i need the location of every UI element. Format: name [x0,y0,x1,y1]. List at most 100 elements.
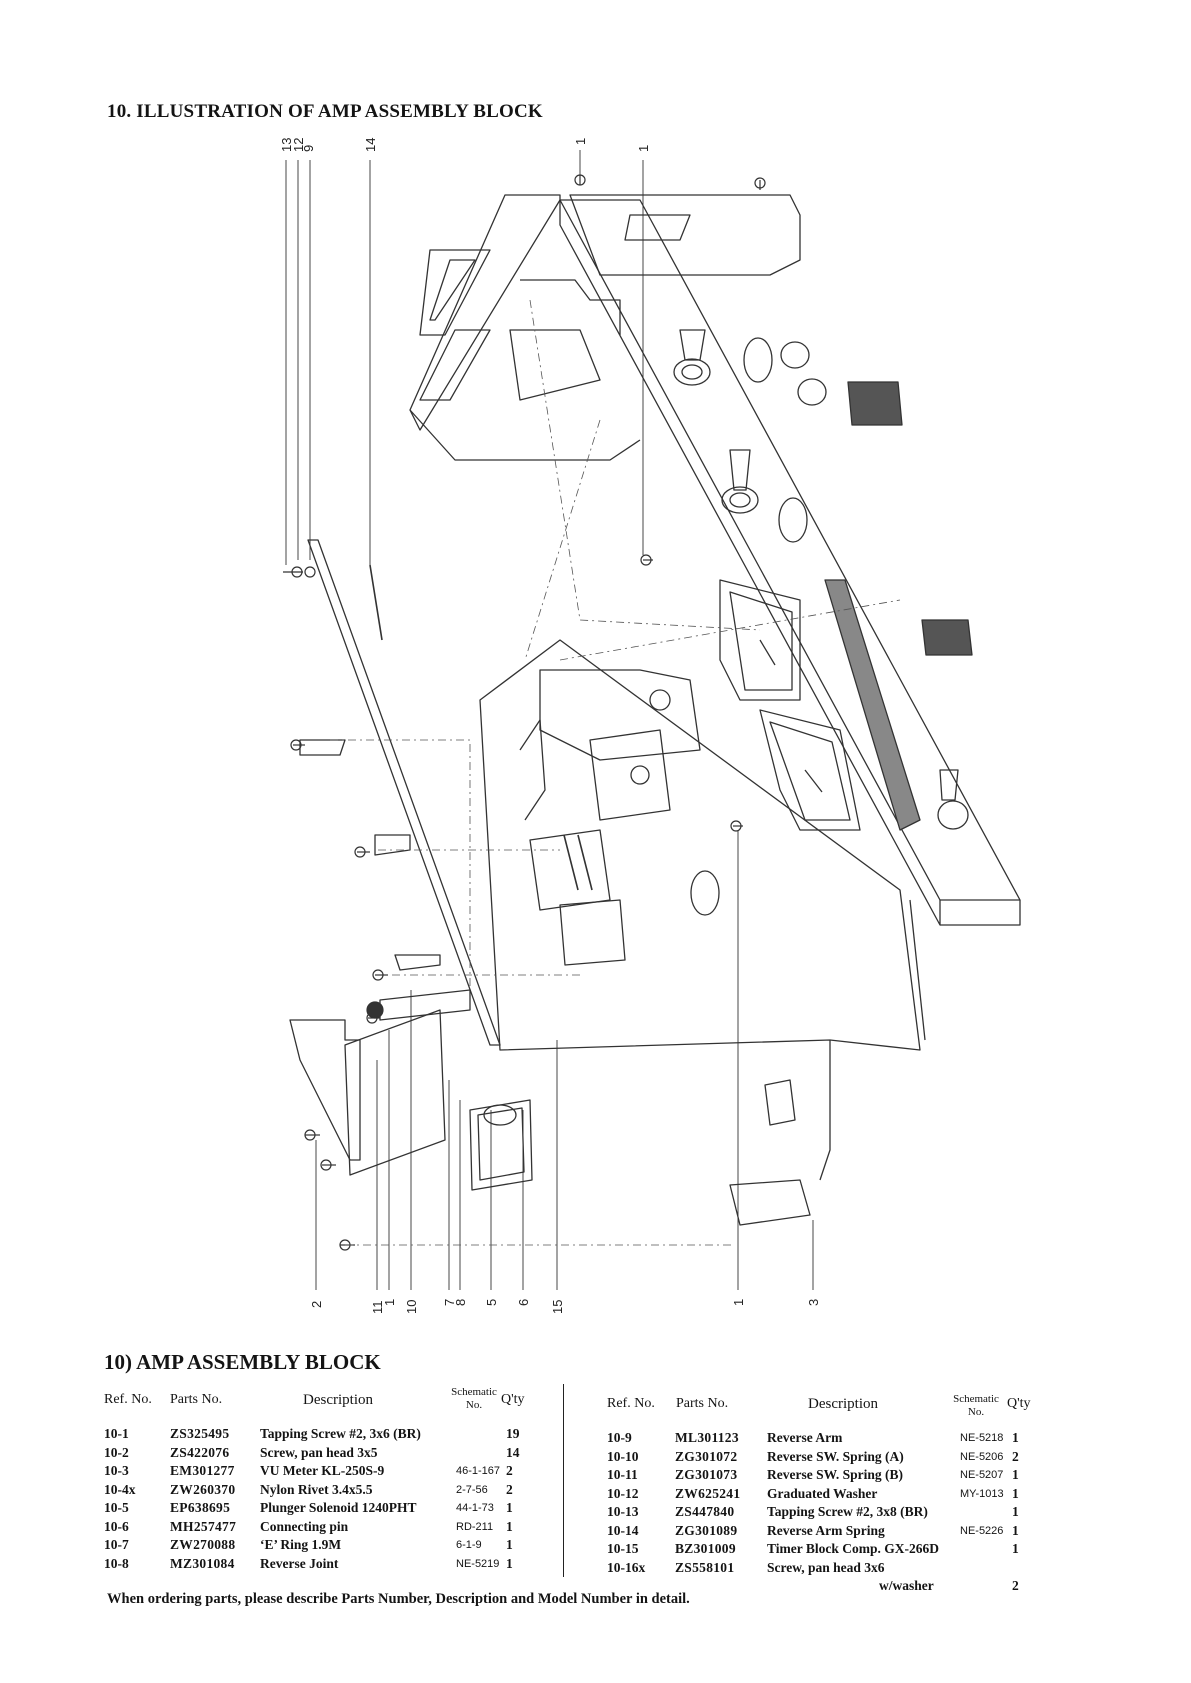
description-cell: w/washer [879,1578,934,1593]
description-cell: Tapping Screw #2, 3x6 (BR) [260,1426,421,1441]
qty-cell: 1 [1012,1522,1019,1538]
description-cell: Nylon Rivet 3.4x5.5 [260,1481,373,1497]
schematic-cell: 6-1-9 [456,1539,482,1551]
qty-cell: 19 [506,1426,520,1441]
schematic-cell: MY-1013 [960,1487,1004,1500]
description-cell: Reverse Joint [260,1555,339,1571]
lower-chassis-box [479,639,921,1051]
schematic-cell [960,1503,1012,1522]
ref-cell: 10-9 [607,1430,632,1445]
ref-cell: 10-15 [607,1541,639,1556]
callout-top-1a: 1 [573,138,588,145]
table-title: 10) AMP ASSEMBLY BLOCK [104,1350,381,1374]
qty-cell: 1 [1012,1504,1019,1519]
ref-cell: 10-1 [104,1426,129,1441]
qty-cell: 2 [506,1481,513,1497]
schematic-cell [456,1444,506,1463]
qty-cell: 2 [1012,1578,1019,1593]
parts-number-cell: ZG301089 [675,1522,738,1538]
callout-bottom-8: 8 [453,1299,468,1306]
screws [283,174,766,1251]
front-panel-plate [559,199,1021,901]
callout-bottom-7: 7 [442,1299,457,1306]
schematic-cell: NE-5218 [960,1432,1004,1444]
header-schematic-label: Schematic [451,1386,497,1398]
description-cell: Connecting pin [260,1518,349,1534]
ref-cell: 10-8 [104,1555,129,1571]
parts-number-cell: ZG301072 [675,1448,738,1464]
description-cell: Reverse SW. Spring (A) [767,1448,904,1464]
vu-meters [719,579,861,831]
qty-cell: 1 [506,1518,513,1534]
top-right-bracket [569,194,801,276]
parts-number-cell: ZS325495 [170,1426,230,1441]
callout-top-1b: 1 [636,145,651,152]
callout-top-12: 12 [291,138,306,152]
callout-top-9: 9 [301,145,316,152]
qty-cell: 2 [506,1463,513,1478]
ref-cell: 10-6 [104,1518,129,1534]
header-ref-right: Ref. No. [607,1396,655,1411]
parts-number-cell: MH257477 [170,1518,237,1534]
ref-cell: 10-5 [104,1500,129,1515]
parts-number-cell: BZ301009 [675,1541,736,1556]
description-cell: Reverse SW. Spring (B) [767,1467,904,1482]
ref-cell: 10-4x [104,1481,136,1497]
schematic-cell: 2-7-56 [456,1483,488,1496]
description-cell: VU Meter KL-250S-9 [260,1463,385,1478]
footer-note: When ordering parts, please describe Par… [107,1591,690,1607]
header-description-left: Description [303,1392,373,1408]
header-schematic-no: No. [465,1399,483,1411]
callout-bottom-15: 15 [550,1300,565,1314]
header-schematic-no-right: No. [967,1406,985,1418]
parts-table-left: 10-1 ZS325495 Tapping Screw #2, 3x6 (BR) 19… [104,1425,526,1573]
header-parts-left: Parts No. [170,1392,223,1407]
qty-cell: 1 [506,1537,513,1552]
callout-bottom-1a: 1 [382,1299,397,1306]
ref-cell: 10-12 [607,1485,639,1501]
parts-number-cell: MZ301084 [170,1555,235,1571]
column-divider [563,1384,564,1577]
description-cell: Reverse Arm Spring [767,1522,885,1538]
header-qty-right: Q'ty [1007,1396,1031,1411]
parts-row: 10-1 ZS325495 Tapping Screw #2, 3x6 (BR) 19 [104,1425,526,1444]
parts-number-cell: ZS422076 [170,1444,230,1460]
parts-number-cell: ML301123 [675,1430,739,1445]
description-cell: Graduated Washer [767,1485,878,1501]
schematic-cell [960,1540,1012,1559]
header-ref-left: Ref. No. [104,1392,152,1407]
description-cell: Screw, pan head 3x5 [260,1444,378,1460]
description-cell: ‘E’ Ring 1.9M [260,1537,342,1552]
parts-row: w/washer 2 [607,1577,1032,1596]
qty-cell: 2 [1012,1448,1019,1464]
schematic-cell: NE-5207 [960,1469,1004,1481]
parts-number-cell: ZW625241 [675,1485,741,1501]
schematic-cell: NE-5219 [456,1557,500,1570]
callout-bottom-10: 10 [404,1300,419,1314]
ref-cell: 10-13 [607,1504,639,1519]
parts-number-cell: EM301277 [170,1463,235,1478]
springs [369,564,593,891]
schematic-cell: NE-5206 [960,1450,1004,1463]
description-cell: Tapping Screw #2, 3x8 (BR) [767,1504,928,1519]
ref-cell: 10-7 [104,1537,129,1552]
schematic-cell: 44-1-73 [456,1502,494,1514]
qty-cell [1012,1559,1032,1578]
ref-cell: 10-3 [104,1463,129,1478]
reverse-arm [307,539,501,1046]
callout-top-13: 13 [279,138,294,152]
qty-cell: 1 [1012,1467,1019,1482]
ref-cell: 10-11 [607,1467,638,1482]
